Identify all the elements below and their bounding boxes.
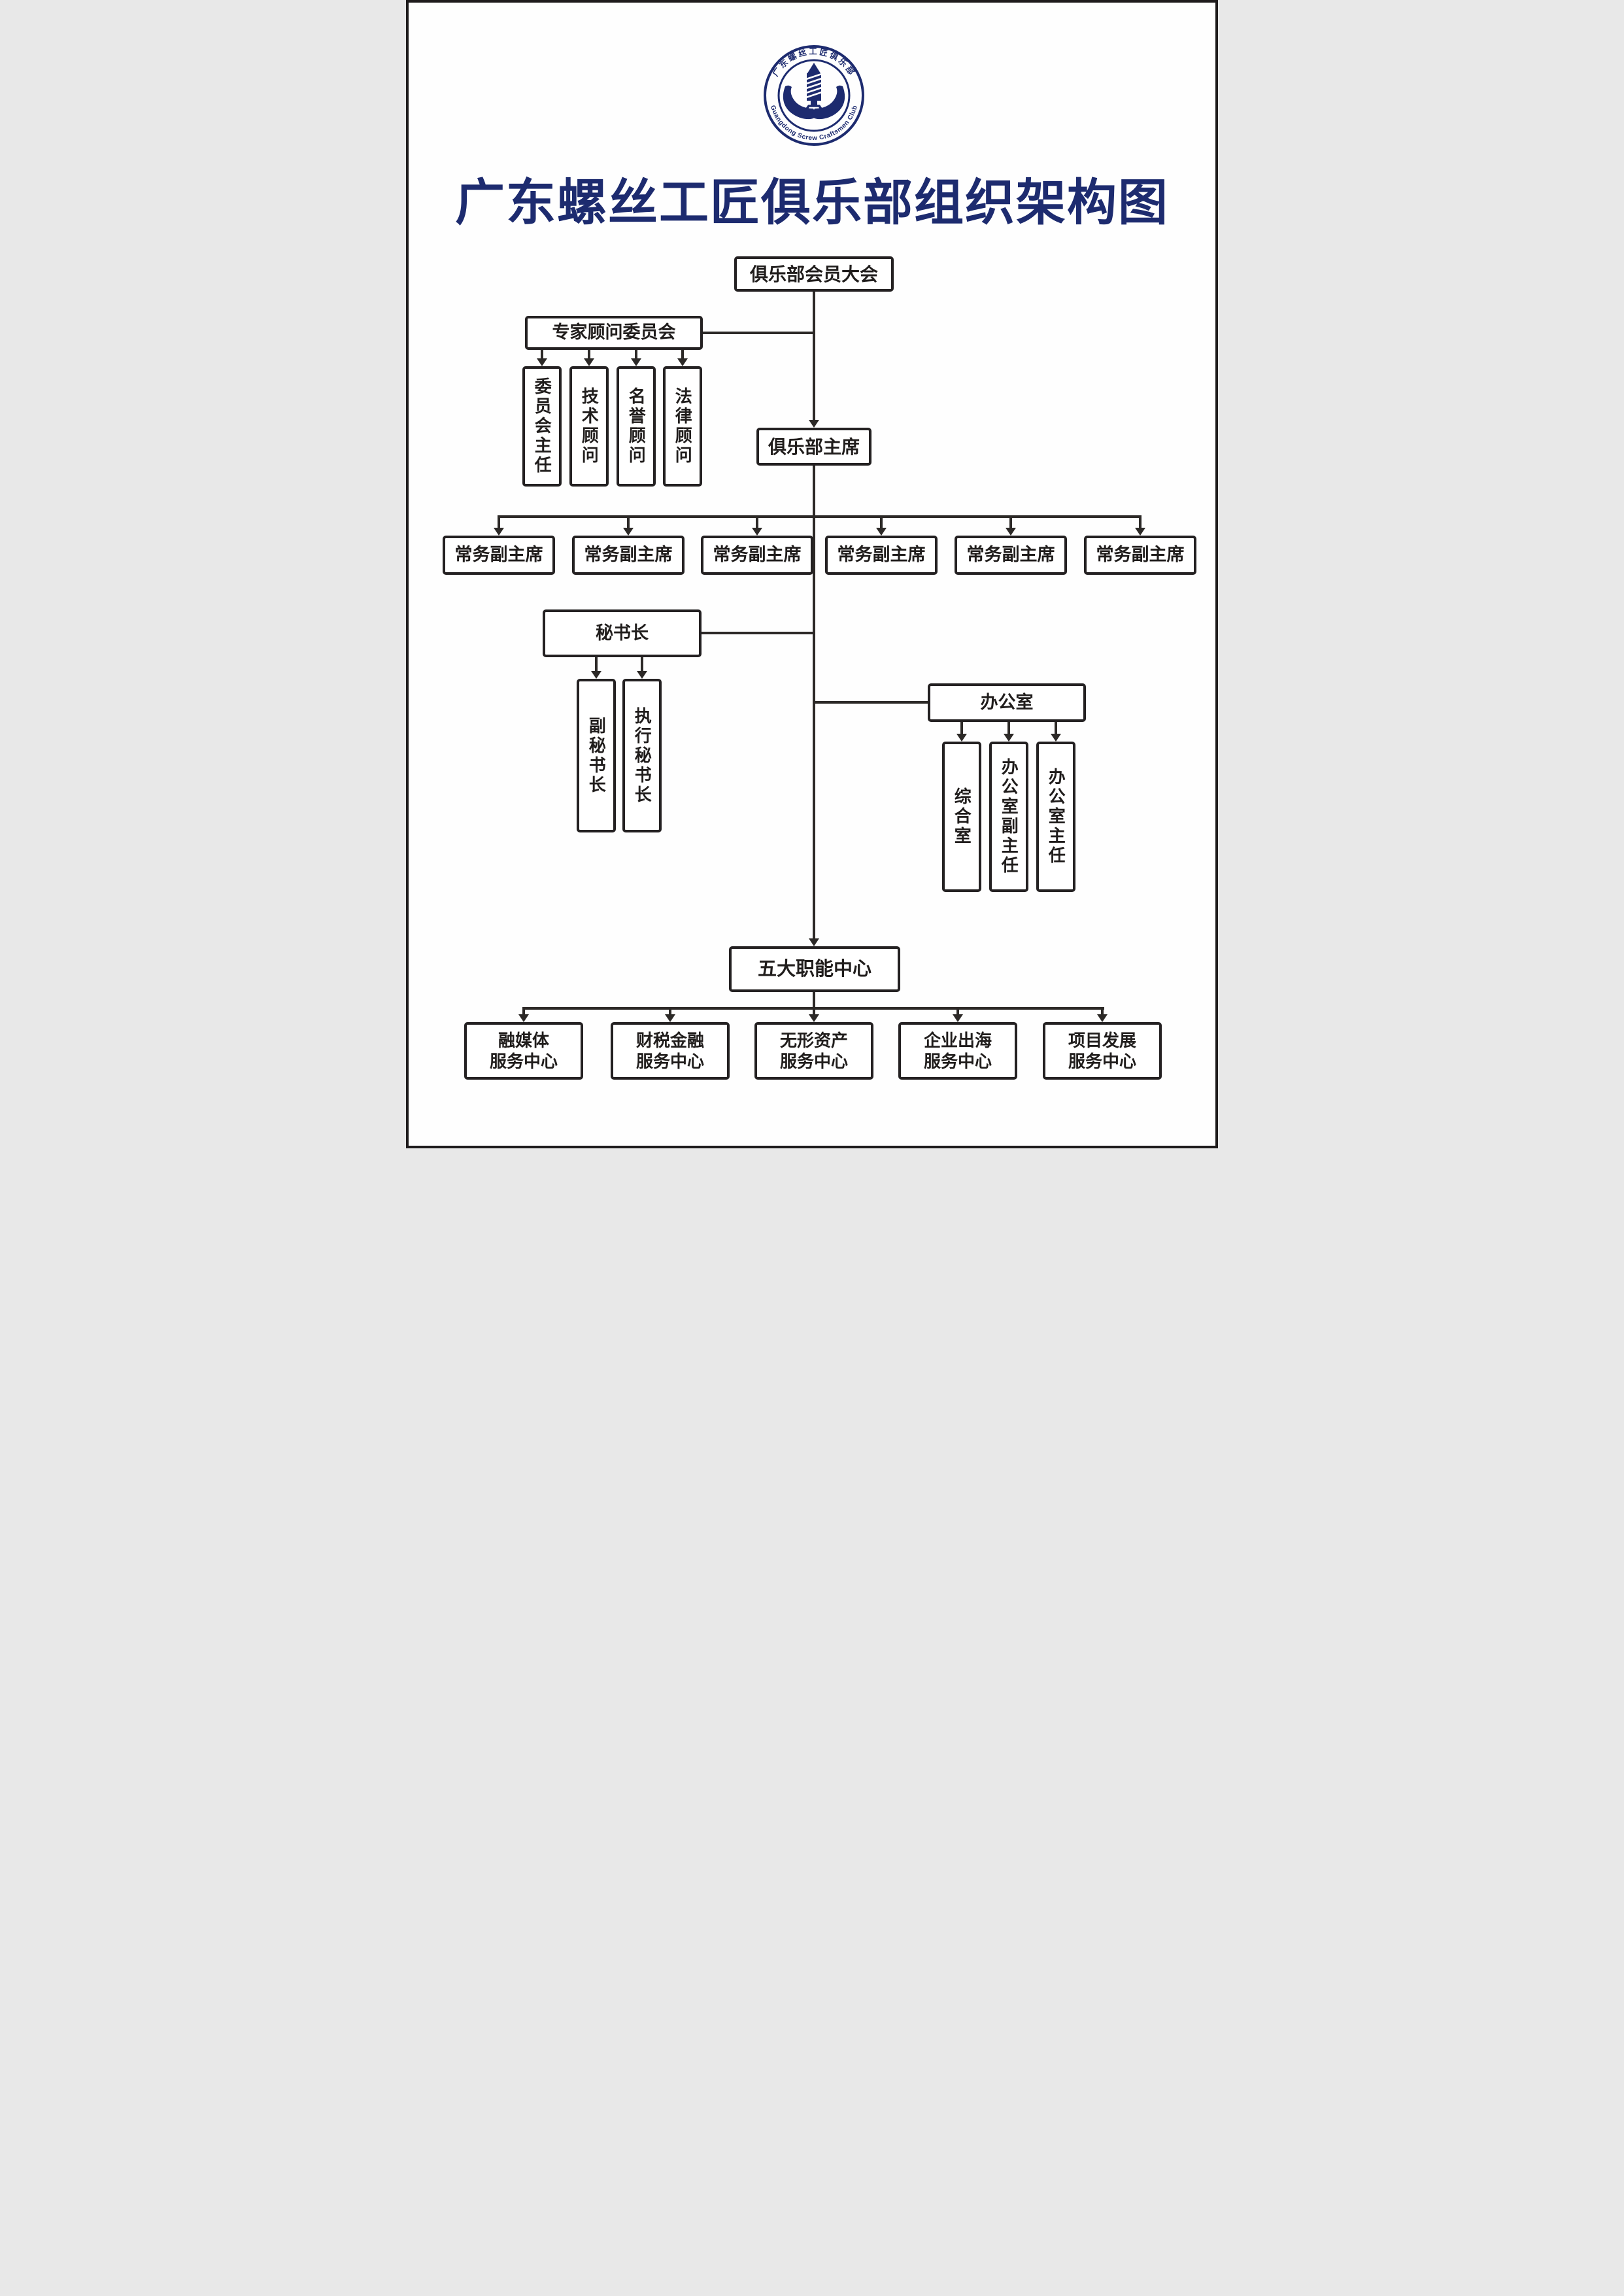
connector-line — [641, 657, 643, 672]
down-arrowhead — [1097, 1014, 1108, 1022]
node-center-overseas: 企业出海 服务中心 — [898, 1022, 1017, 1080]
connector-line — [1007, 722, 1010, 734]
connector-line — [541, 350, 543, 359]
page-title: 广东螺丝工匠俱乐部组织架构图 — [455, 176, 1169, 231]
down-arrowhead — [584, 358, 594, 366]
connector-line — [1009, 518, 1012, 528]
connector-line — [703, 332, 815, 334]
connector-line — [595, 657, 598, 672]
logo-outer-ring — [764, 45, 864, 146]
connector-line — [522, 1010, 525, 1015]
logo-inner-ring — [777, 59, 851, 132]
club-logo: 广东螺丝工匠俱乐部 Guangdong Screw Craftsmen Club — [764, 45, 864, 146]
node-executive-secretary-general: 执行秘书长 — [622, 679, 662, 832]
down-arrowhead — [809, 420, 819, 428]
connector-line — [498, 518, 500, 528]
down-arrowhead — [494, 528, 504, 536]
node-vice-chairman: 常务副主席 — [955, 536, 1067, 575]
down-arrowhead — [637, 671, 647, 679]
connector-line — [588, 350, 590, 359]
connector-line — [956, 1010, 959, 1015]
down-arrowhead — [1004, 734, 1014, 742]
down-arrowhead — [752, 528, 762, 536]
connector-line — [1101, 1010, 1104, 1015]
connector-line — [813, 701, 928, 704]
connector-line — [681, 350, 684, 359]
connector-line — [627, 518, 630, 528]
node-chairman: 俱乐部主席 — [756, 428, 871, 466]
down-arrowhead — [591, 671, 601, 679]
connector-line — [1055, 722, 1057, 734]
node-vice-chairman: 常务副主席 — [572, 536, 685, 575]
connector-line — [880, 518, 883, 528]
connector-line — [522, 1007, 1104, 1010]
connector-line — [702, 632, 815, 634]
down-arrowhead — [623, 528, 634, 536]
down-arrowhead — [809, 938, 819, 946]
connector-line — [813, 292, 815, 420]
down-arrowhead — [537, 358, 547, 366]
node-center-project-development: 项目发展 服务中心 — [1043, 1022, 1162, 1080]
node-advisor-technical: 技术顾问 — [569, 366, 609, 487]
hands-icon — [783, 85, 845, 120]
down-arrowhead — [1135, 528, 1145, 536]
node-vice-chairman: 常务副主席 — [825, 536, 938, 575]
connector-line — [960, 722, 963, 734]
node-advisor-committee-director: 委员会主任 — [522, 366, 562, 487]
node-center-finance-tax: 财税金融 服务中心 — [611, 1022, 730, 1080]
down-arrowhead — [677, 358, 688, 366]
connector-line — [498, 515, 1142, 518]
connector-line — [669, 1010, 671, 1015]
down-arrowhead — [1006, 528, 1016, 536]
connector-line — [813, 992, 815, 1007]
connector-line — [756, 518, 758, 528]
node-center-media: 融媒体 服务中心 — [464, 1022, 583, 1080]
down-arrowhead — [631, 358, 641, 366]
connector-line — [635, 350, 637, 359]
node-deputy-secretary-general: 副秘书长 — [577, 679, 616, 832]
node-office-general-room: 综合室 — [942, 742, 981, 892]
down-arrowhead — [665, 1014, 675, 1022]
node-expert-committee: 专家顾问委员会 — [525, 316, 703, 350]
down-arrowhead — [876, 528, 887, 536]
node-office: 办公室 — [928, 683, 1086, 722]
node-advisor-honorary: 名誉顾问 — [617, 366, 656, 487]
node-office-director: 办公室主任 — [1036, 742, 1075, 892]
connector-line — [813, 1010, 815, 1015]
node-center-intangible-assets: 无形资产 服务中心 — [754, 1022, 873, 1080]
node-five-centers: 五大职能中心 — [729, 946, 900, 992]
node-member-assembly: 俱乐部会员大会 — [734, 256, 894, 292]
connector-line — [1139, 518, 1142, 528]
node-vice-chairman: 常务副主席 — [1084, 536, 1196, 575]
node-advisor-legal: 法律顾问 — [663, 366, 702, 487]
down-arrowhead — [953, 1014, 963, 1022]
node-vice-chairman: 常务副主席 — [701, 536, 813, 575]
down-arrowhead — [518, 1014, 529, 1022]
node-office-deputy-director: 办公室副主任 — [989, 742, 1028, 892]
node-secretary-general: 秘书长 — [543, 609, 702, 657]
down-arrowhead — [956, 734, 967, 742]
down-arrowhead — [809, 1014, 819, 1022]
page-border: 广东螺丝工匠俱乐部 Guangdong Screw Craftsmen Club… — [406, 0, 1218, 1148]
down-arrowhead — [1051, 734, 1061, 742]
node-vice-chairman: 常务副主席 — [443, 536, 555, 575]
